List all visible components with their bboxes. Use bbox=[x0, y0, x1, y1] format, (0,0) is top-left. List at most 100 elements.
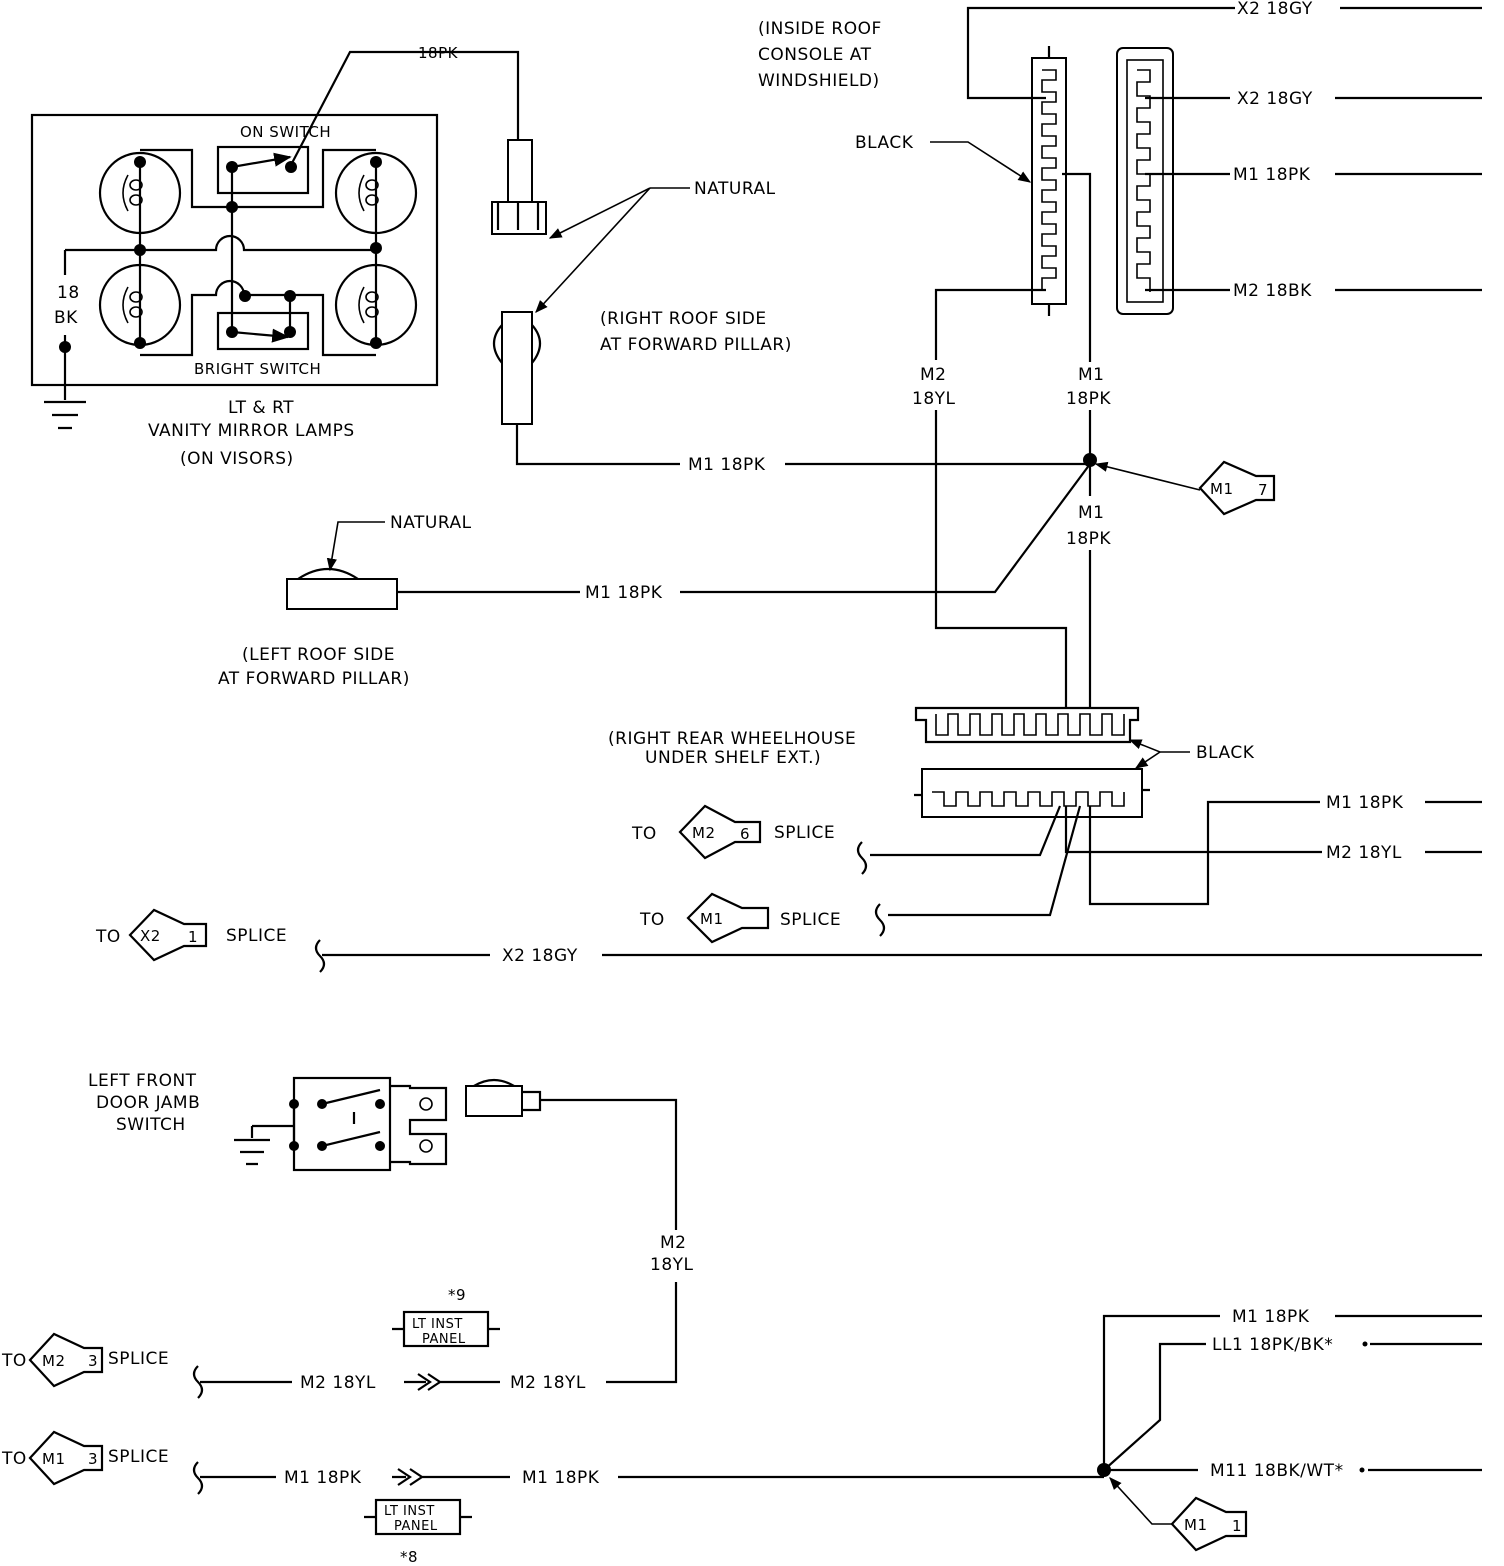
to-splice-m2-6: TO M2 6 SPLICE bbox=[631, 804, 868, 875]
inst-panel-note: *9 bbox=[448, 1286, 466, 1304]
console-black-label: BLACK bbox=[855, 133, 914, 153]
inst-panel-line1: LT INST bbox=[384, 1504, 435, 1519]
wheelhouse-loc-line1: (RIGHT REAR WHEELHOUSE bbox=[608, 729, 856, 749]
right-natural-label: NATURAL bbox=[694, 179, 776, 199]
jamb-wire-gauge: 18YL bbox=[650, 1255, 694, 1275]
to-label: TO bbox=[1, 1351, 27, 1371]
bottom-right-splice-block: M1 18PK LL1 18PK/BK* M11 18BK/WT* bbox=[1097, 1307, 1482, 1481]
splice-code: M1 bbox=[1184, 1516, 1208, 1534]
console-connector-left bbox=[1031, 57, 1067, 305]
roof-console-block: (INSIDE ROOF CONSOLE AT WINDSHIELD) BLAC… bbox=[758, 0, 1482, 708]
ground-wire-color: BK bbox=[54, 308, 78, 328]
vanity-title-line2: VANITY MIRROR LAMPS bbox=[148, 421, 355, 441]
right-roof-connector-block: NATURAL (RIGHT ROOF SIDE AT FORWARD PILL… bbox=[470, 50, 1090, 475]
m1-wire-right: M1 18PK bbox=[522, 1468, 600, 1488]
inst-panel-line2: PANEL bbox=[422, 1332, 466, 1347]
splice-code: M2 bbox=[42, 1352, 66, 1370]
x2-wire-label: X2 18GY bbox=[502, 946, 578, 966]
splice-code: X2 bbox=[140, 927, 161, 945]
pillar-connector bbox=[501, 311, 533, 425]
vanity-feed-wire-label: 18PK bbox=[418, 44, 459, 62]
vanity-mirror-lamps-block: ON SWITCH BRIGHT SWITCH 18 BK LT & RT VA… bbox=[30, 44, 470, 469]
to-label: TO bbox=[95, 927, 121, 947]
console-loc-line2: CONSOLE AT bbox=[758, 45, 872, 65]
to-splice-m1: TO M1 SPLICE bbox=[639, 892, 886, 944]
door-jamb-switch-block: LEFT FRONT DOOR JAMB SWITCH M2 18YL bbox=[88, 1071, 694, 1384]
splice-label: SPLICE bbox=[108, 1349, 169, 1369]
ground-wire-gauge: 18 bbox=[57, 283, 80, 303]
splice-label: SPLICE bbox=[774, 823, 835, 843]
console-loc-line3: WINDSHIELD) bbox=[758, 71, 880, 91]
bottom-wire-m1: M1 18PK bbox=[1232, 1307, 1310, 1327]
bright-switch-label: BRIGHT SWITCH bbox=[194, 360, 321, 378]
door-jamb-line1: LEFT FRONT bbox=[88, 1071, 197, 1091]
splice-num: 3 bbox=[88, 1450, 98, 1468]
splice-code: M1 bbox=[700, 910, 724, 928]
left-roof-wire-label: M1 18PK bbox=[585, 583, 663, 603]
door-jamb-line3: SWITCH bbox=[116, 1115, 186, 1135]
splice-num: 6 bbox=[740, 825, 750, 843]
drop-m1-gauge: 18PK bbox=[1066, 389, 1111, 409]
ground-icon bbox=[234, 1126, 270, 1166]
left-pillar-connector bbox=[286, 578, 398, 610]
left-natural-label: NATURAL bbox=[390, 513, 472, 533]
bottom-wire-m11: M11 18BK/WT* bbox=[1210, 1461, 1344, 1481]
wheelhouse-wire-m1: M1 18PK bbox=[1326, 793, 1404, 813]
ground-icon bbox=[44, 400, 86, 430]
to-label: TO bbox=[639, 910, 665, 930]
below-m1-gauge: 18PK bbox=[1066, 529, 1111, 549]
to-label: TO bbox=[631, 824, 657, 844]
console-connector-right bbox=[1116, 47, 1174, 315]
wheelhouse-loc-line2: UNDER SHELF EXT.) bbox=[645, 748, 821, 768]
to-label: TO bbox=[1, 1449, 27, 1469]
wheelhouse-block: (RIGHT REAR WHEELHOUSE UNDER SHELF EXT.)… bbox=[608, 706, 1482, 917]
console-loc-line1: (INSIDE ROOF bbox=[758, 19, 882, 39]
vanity-title-line1: LT & RT bbox=[228, 398, 294, 418]
inst-panel-note: *8 bbox=[400, 1548, 418, 1566]
splice-label: SPLICE bbox=[780, 910, 841, 930]
right-roof-loc-line1: (RIGHT ROOF SIDE bbox=[600, 309, 767, 329]
splice-num: 1 bbox=[1232, 1517, 1242, 1535]
on-switch[interactable] bbox=[216, 145, 310, 195]
splice-code: M1 bbox=[1210, 480, 1234, 498]
below-m1-name: M1 bbox=[1078, 503, 1104, 523]
m1-wire-left: M1 18PK bbox=[284, 1468, 362, 1488]
inst-panel-8: LT INST PANEL *8 bbox=[364, 1498, 472, 1566]
jamb-wire-name: M2 bbox=[660, 1233, 686, 1253]
splice-label: SPLICE bbox=[226, 926, 287, 946]
to-splice-m2-3: TO M2 3 SPLICE M2 18YL M2 18YL bbox=[1, 1332, 585, 1399]
left-roof-loc-line2: AT FORWARD PILLAR) bbox=[218, 669, 410, 689]
vanity-title-line3: (ON VISORS) bbox=[180, 449, 294, 469]
inst-panel-line2: PANEL bbox=[394, 1519, 438, 1534]
drop-m2-gauge: 18YL bbox=[912, 389, 956, 409]
bottom-wire-ll1: LL1 18PK/BK* bbox=[1212, 1335, 1333, 1355]
splice-num: 1 bbox=[188, 928, 198, 946]
left-roof-loc-line1: (LEFT ROOF SIDE bbox=[242, 645, 395, 665]
to-splice-m1-3: TO M1 3 SPLICE M1 18PK M1 18PK bbox=[1, 1430, 1104, 1495]
console-wire-x2: X2 18GY bbox=[1237, 89, 1313, 109]
splice-ref-m1-1: M1 1 bbox=[1109, 1477, 1248, 1552]
wheelhouse-black-label: BLACK bbox=[1196, 743, 1255, 763]
splice-num: 3 bbox=[88, 1352, 98, 1370]
left-roof-connector-block: NATURAL M1 18PK (LEFT ROOF SIDE AT FORWA… bbox=[218, 463, 1091, 689]
inst-panel-9: *9 LT INST PANEL bbox=[392, 1286, 500, 1348]
splice-ref-m1-7: M1 7 bbox=[1094, 460, 1276, 516]
right-roof-loc-line2: AT FORWARD PILLAR) bbox=[600, 335, 792, 355]
console-wire-top: X2 18GY bbox=[1237, 0, 1313, 19]
console-wire-m2: M2 18BK bbox=[1233, 281, 1312, 301]
bright-switch[interactable] bbox=[216, 311, 310, 351]
wheelhouse-connector-male bbox=[921, 768, 1143, 818]
vanity-lamp-housing bbox=[30, 113, 439, 387]
drop-m1-name: M1 bbox=[1078, 365, 1104, 385]
jamb-connector bbox=[465, 1085, 523, 1117]
splice-code: M2 bbox=[692, 824, 716, 842]
splice-num: 7 bbox=[1258, 481, 1268, 499]
splice-code: M1 bbox=[42, 1450, 66, 1468]
drop-m2-name: M2 bbox=[920, 365, 946, 385]
m2-wire-left: M2 18YL bbox=[300, 1373, 376, 1393]
splice-label: SPLICE bbox=[108, 1447, 169, 1467]
on-switch-label: ON SWITCH bbox=[240, 123, 331, 141]
door-jamb-line2: DOOR JAMB bbox=[96, 1093, 200, 1113]
right-roof-wire-label: M1 18PK bbox=[688, 455, 766, 475]
